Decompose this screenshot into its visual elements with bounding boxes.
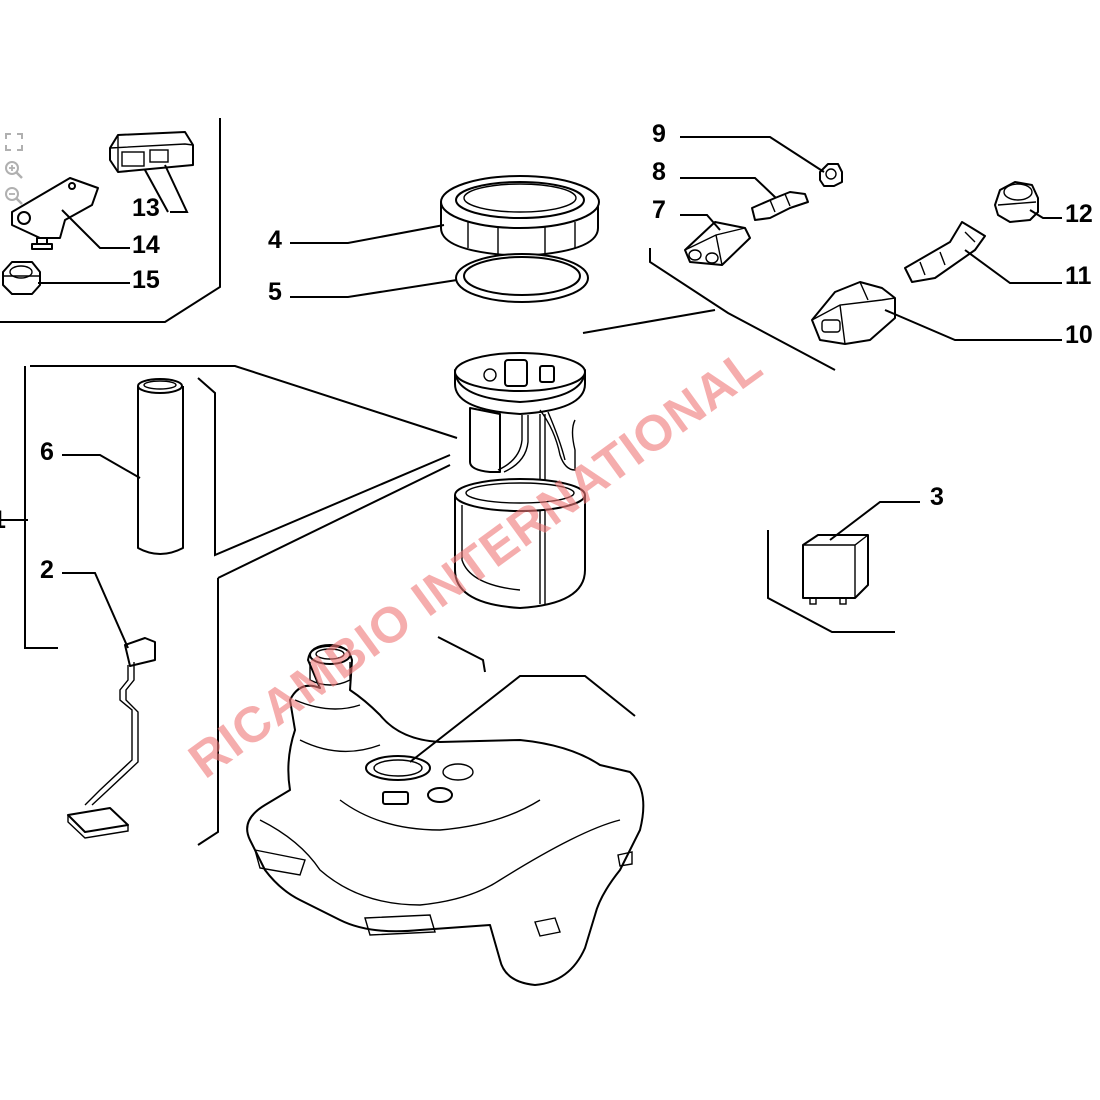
fuel-pump-module <box>454 352 586 609</box>
callout-4: 4 <box>268 226 282 254</box>
zoom-in-icon[interactable] <box>2 158 26 182</box>
part-12-plug <box>994 181 1039 223</box>
part-3-relay <box>802 534 869 605</box>
callout-9: 9 <box>652 120 666 148</box>
part-8-terminal <box>751 191 809 221</box>
callout-6: 6 <box>40 438 54 466</box>
zoom-out-icon[interactable] <box>2 184 26 208</box>
part-5-seal <box>455 253 589 303</box>
callout-11: 11 <box>1065 262 1092 290</box>
fuel-tank <box>246 644 645 986</box>
part-11-pin <box>904 221 986 283</box>
fullscreen-icon[interactable] <box>2 130 26 154</box>
frame-top-left <box>0 118 221 323</box>
part-6-tube <box>137 378 184 555</box>
part-15-nut <box>2 261 41 295</box>
callout-1: 1 <box>0 506 6 534</box>
part-9-grommet <box>819 163 843 187</box>
callout-12: 12 <box>1065 200 1093 228</box>
callout-5: 5 <box>268 278 282 306</box>
callout-14: 14 <box>132 231 160 259</box>
part-13-module <box>109 131 194 173</box>
part-7-connector <box>684 221 751 266</box>
part-14-bracket <box>11 177 99 250</box>
callout-7: 7 <box>652 196 666 224</box>
callout-3: 3 <box>930 483 944 511</box>
callout-15: 15 <box>132 266 160 294</box>
callout-2: 2 <box>40 556 54 584</box>
part-4-locking-ring <box>440 175 600 257</box>
part-10-socket <box>811 281 896 345</box>
callout-8: 8 <box>652 158 666 186</box>
callout-13: 13 <box>132 194 160 222</box>
callout-10: 10 <box>1065 321 1093 349</box>
part-2-level-sender <box>67 637 156 839</box>
